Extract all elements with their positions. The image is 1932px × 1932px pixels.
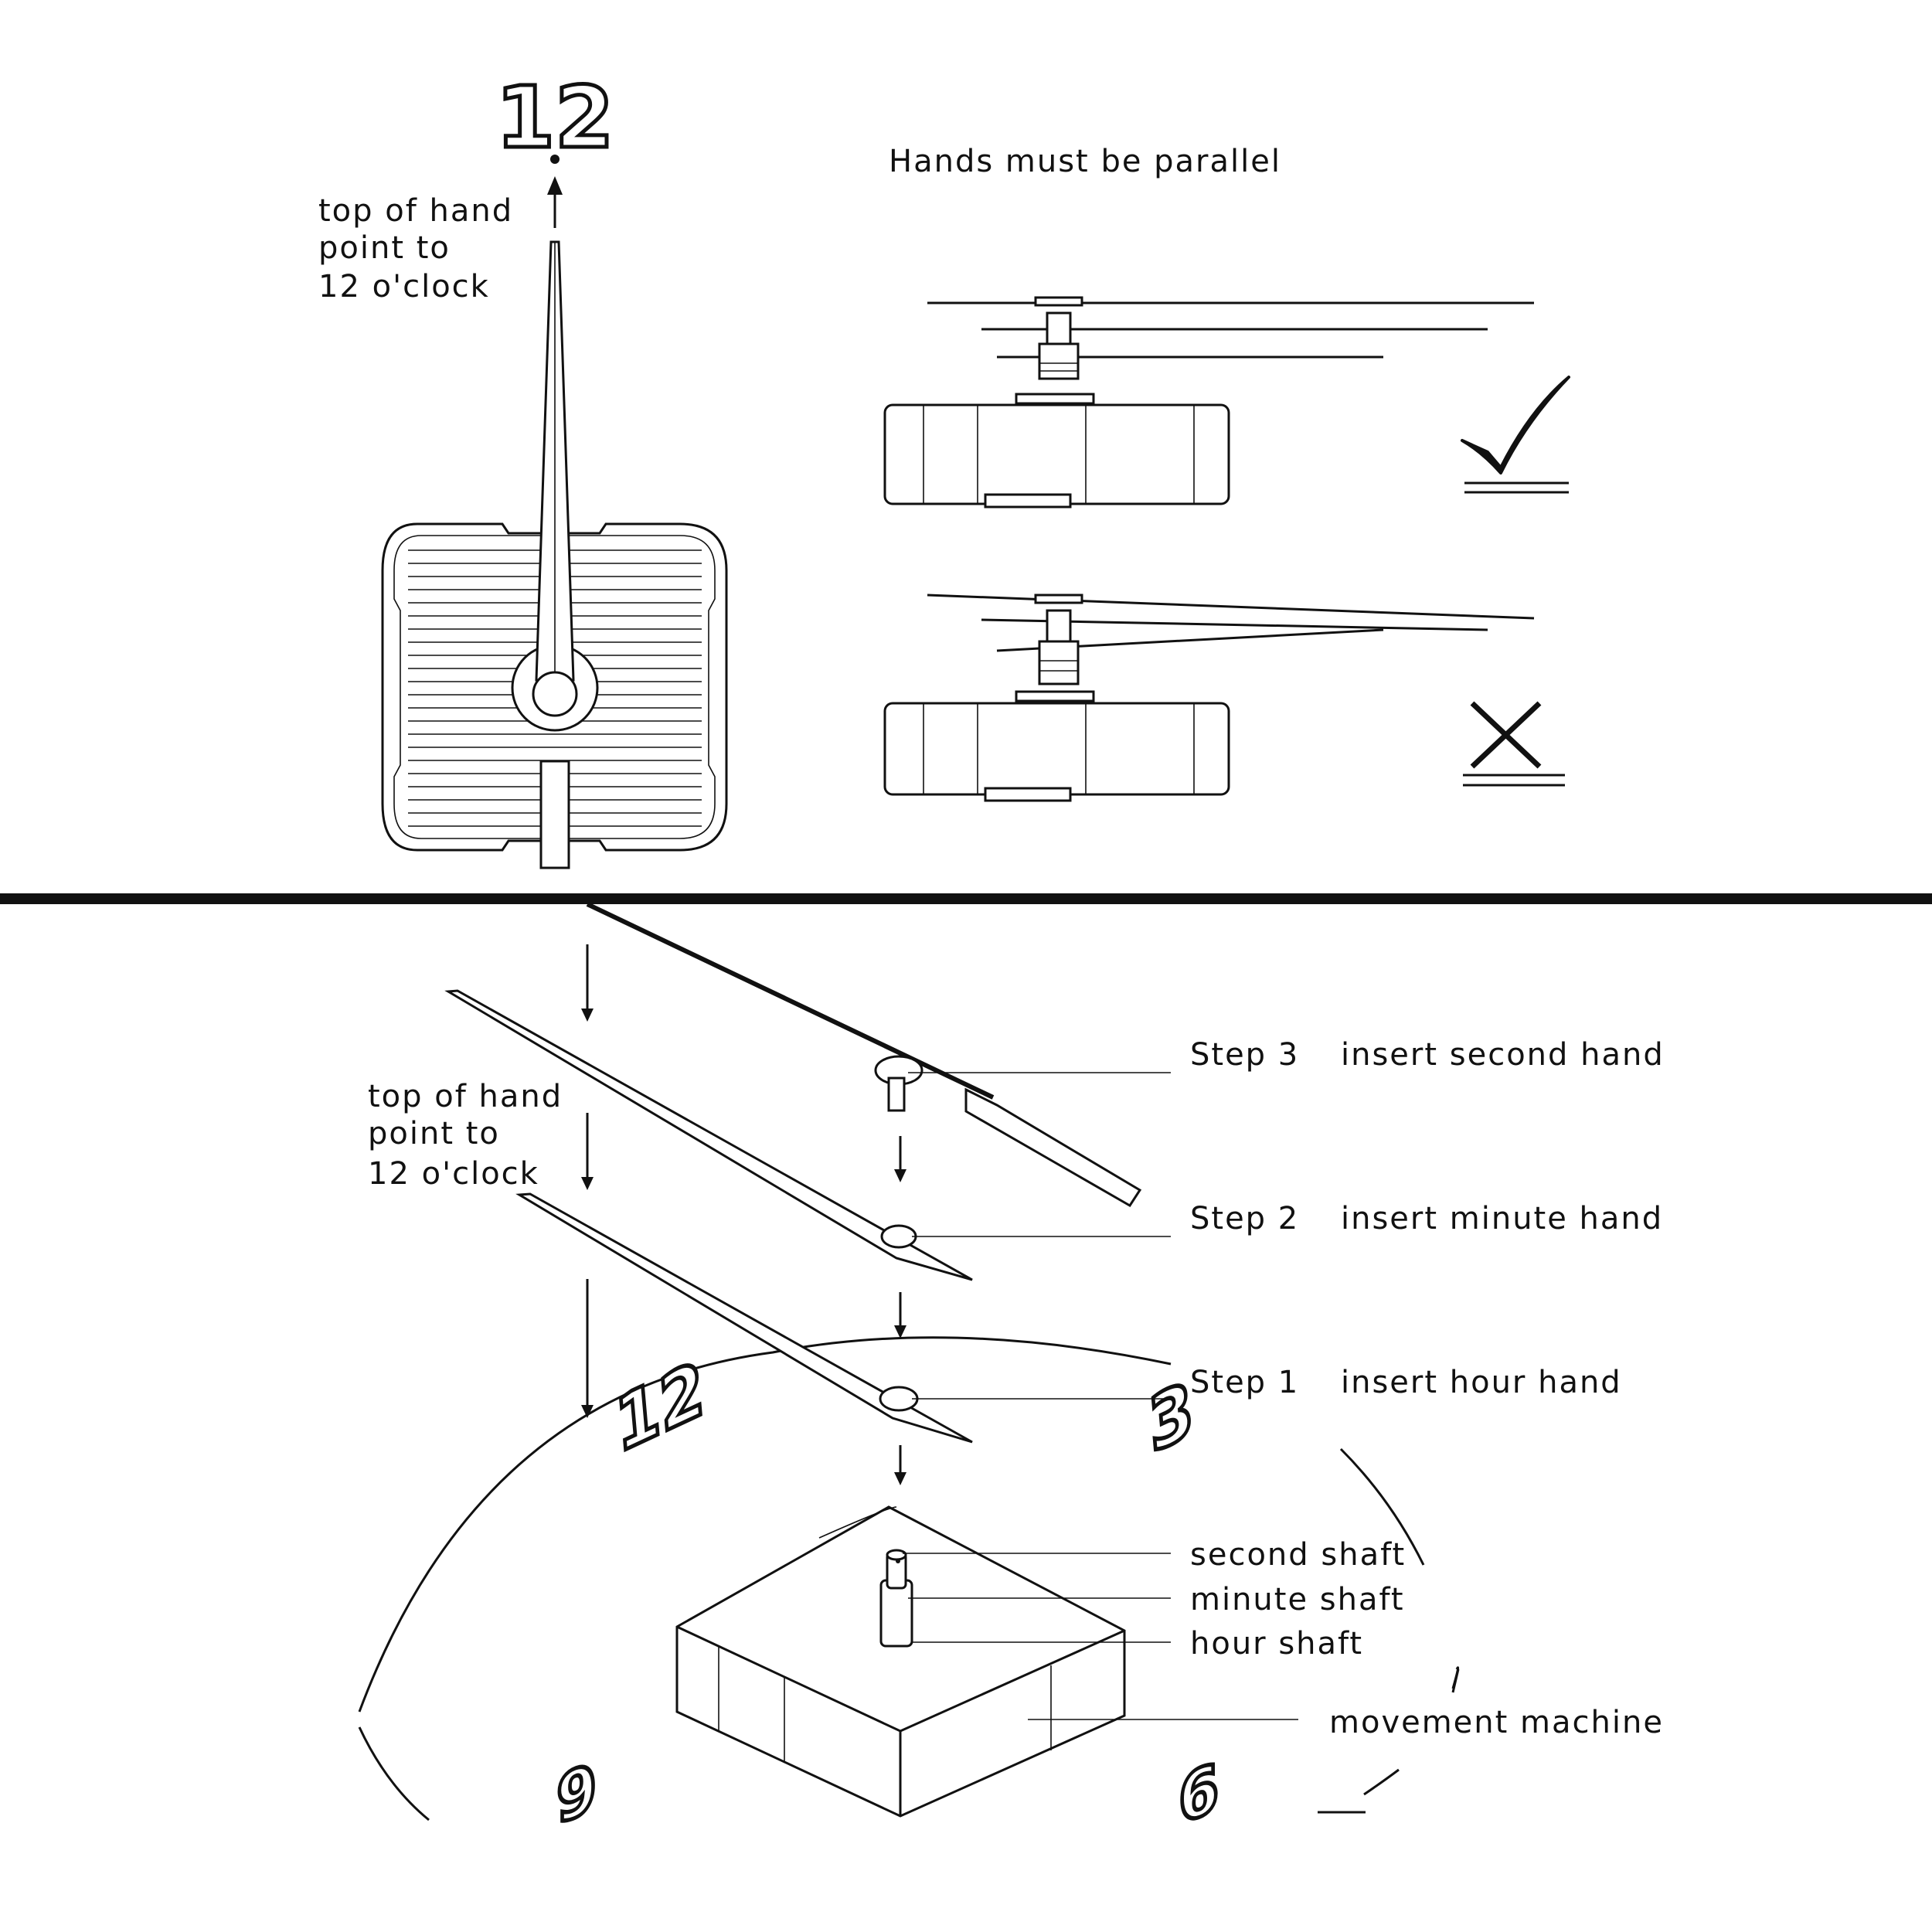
- guide-arrows: [581, 944, 906, 1485]
- minute-shaft-label: minute shaft: [1190, 1582, 1405, 1617]
- top-hand-instruction-line1: top of hand: [318, 193, 513, 229]
- clock-dial: [358, 1336, 1460, 1821]
- dial-number-6: 6: [1179, 1749, 1219, 1840]
- dial-number-3: 3: [1145, 1364, 1196, 1470]
- leader-lines: [903, 1072, 1298, 1720]
- top-hand-instruction-line2: point to: [318, 230, 451, 266]
- top-hand-instruction-line3: 12 o'clock: [318, 269, 490, 304]
- side-view-wrong: [883, 594, 1565, 802]
- panel-divider: [0, 893, 1932, 904]
- side-view-correct: [883, 296, 1570, 509]
- bottom-panel: 12 3 9 6 top of: [358, 902, 1665, 1842]
- step1-text: insert hour hand: [1341, 1365, 1622, 1400]
- bottom-hand-instruction-line3: 12 o'clock: [368, 1156, 539, 1192]
- bottom-hand-instruction-line1: top of hand: [368, 1079, 563, 1114]
- step3-label: Step 3: [1190, 1037, 1299, 1073]
- top-panel: 12 top of hand point to 12 o'clock Hands…: [318, 66, 1570, 869]
- minute-hand: [444, 989, 973, 1281]
- parallel-title: Hands must be parallel: [889, 144, 1281, 179]
- dial-number-12: 12: [612, 1344, 707, 1471]
- twelve-dot: [550, 155, 560, 164]
- movement-machine: [675, 1505, 1126, 1818]
- step3-text: insert second hand: [1341, 1037, 1665, 1073]
- bottom-hand-instruction-line2: point to: [368, 1116, 500, 1151]
- hour-hand: [515, 1192, 973, 1444]
- second-shaft-label: second shaft: [1190, 1537, 1406, 1573]
- checkmark-icon: [1461, 376, 1570, 494]
- step2-text: insert minute hand: [1341, 1201, 1663, 1236]
- cross-icon: [1463, 701, 1565, 787]
- step2-label: Step 2: [1190, 1201, 1299, 1236]
- movement-machine-label: movement machine: [1329, 1705, 1664, 1740]
- clock-number-12: 12: [495, 68, 614, 167]
- up-arrow-icon: [547, 176, 563, 228]
- hour-shaft-label: hour shaft: [1190, 1626, 1363, 1662]
- second-hand: [586, 902, 1142, 1208]
- dial-number-9: 9: [556, 1749, 597, 1840]
- step1-label: Step 1: [1190, 1365, 1299, 1400]
